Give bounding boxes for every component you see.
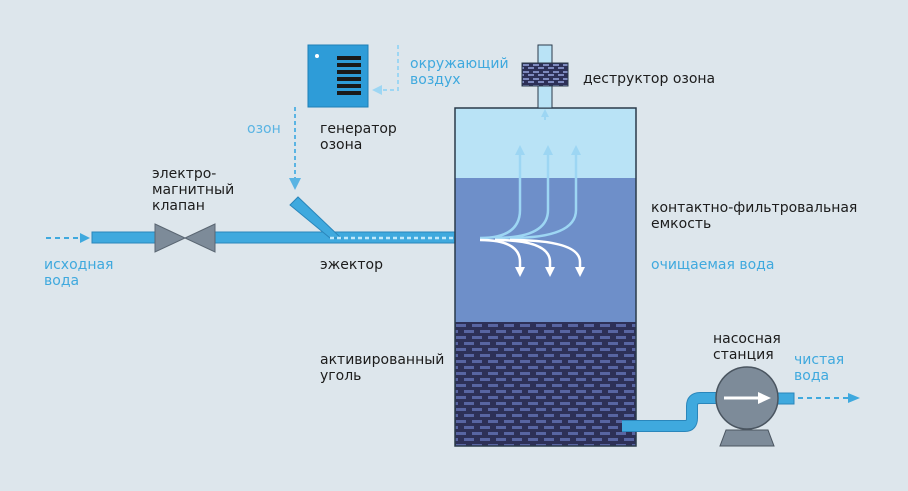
ejector-label: эжектор: [320, 257, 383, 273]
outlet-pipe: [622, 392, 860, 432]
contact-filter-tank: [454, 107, 637, 447]
ozone-destructor-unit: [521, 44, 569, 120]
contact-tank-label: контактно-фильтровальная емкость: [651, 200, 858, 232]
ozone-generator-label: генератор озона: [320, 121, 397, 153]
source-water-label: исходная вода: [44, 257, 114, 289]
solenoid-valve: [154, 223, 216, 253]
ozone-flow: [289, 107, 301, 190]
activated-carbon-label: активированный уголь: [320, 352, 445, 384]
ambient-air-flow: [372, 45, 399, 95]
water-flow-arrows: [479, 238, 585, 277]
clean-water-label: чистая вода: [794, 352, 845, 384]
treated-water-label: очищаемая вода: [651, 257, 775, 273]
ambient-air-label: окружающий воздух: [410, 56, 509, 88]
ozone-generator-unit: [307, 44, 369, 108]
solenoid-valve-label: электро- магнитный клапан: [152, 166, 235, 214]
ozone-label: озон: [247, 121, 281, 137]
rising-gas-arrows: [479, 145, 581, 240]
ozone-destructor-label: деструктор озона: [583, 71, 716, 87]
ejector: [289, 196, 480, 240]
pump-station-unit: [715, 366, 779, 447]
pump-station-label: насосная станция: [713, 331, 781, 363]
